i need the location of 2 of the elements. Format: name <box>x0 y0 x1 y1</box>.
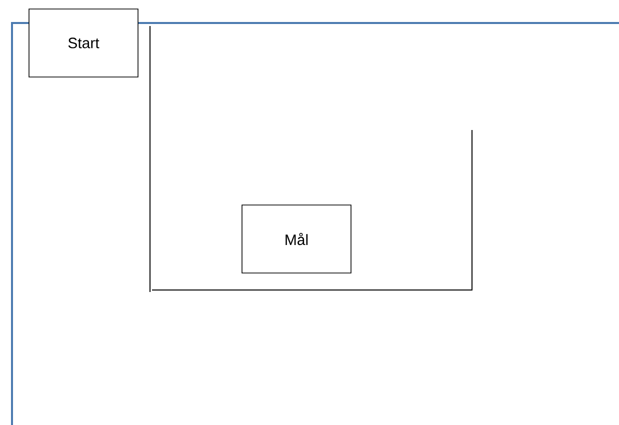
text-box: Mål <box>242 204 352 274</box>
text-box: Start <box>28 8 138 78</box>
